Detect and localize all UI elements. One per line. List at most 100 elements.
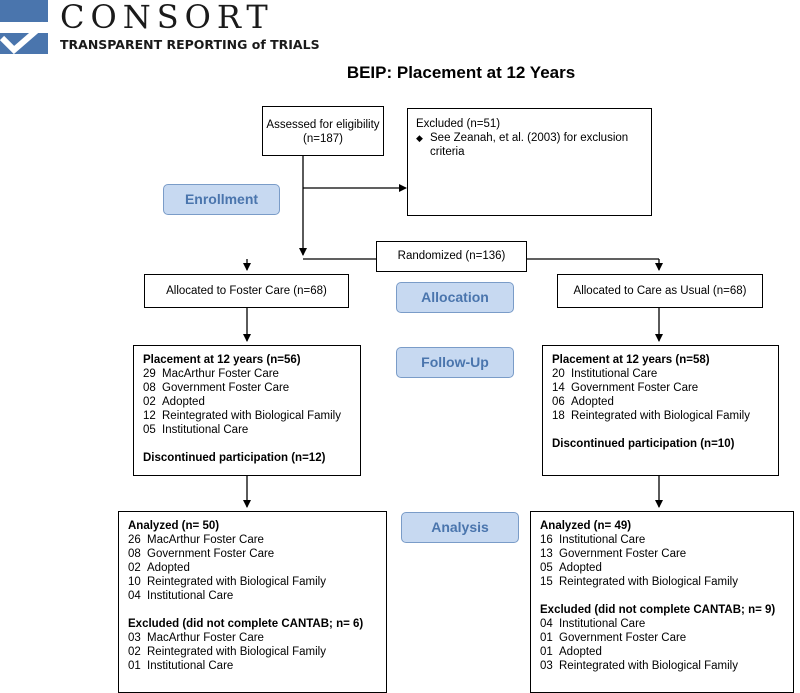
diamond-bullet-icon: ◆ [416,133,423,143]
count-row: 10 Reintegrated with Biological Family [128,575,386,589]
count-label: Government Foster Care [559,548,687,560]
count-value: 20 [552,368,565,380]
count-row: 13 Government Foster Care [540,547,793,561]
count-value: 05 [143,424,156,436]
count-value: 18 [552,410,565,422]
count-value: 16 [540,534,553,546]
count-label: Government Foster Care [162,382,290,394]
followup-foster-head: Placement at 12 years (n=56) [143,354,301,366]
stage-allocation: Allocation [396,282,514,313]
count-value: 04 [540,618,553,630]
count-row: 04 Institutional Care [540,617,793,631]
stage-analysis: Analysis [401,512,519,543]
analysis-foster-head: Analyzed (n= 50) [128,520,220,532]
count-row: 02 Reintegrated with Biological Family [128,645,386,659]
count-value: 05 [540,562,553,574]
count-value: 03 [128,632,141,644]
count-value: 14 [552,382,565,394]
followup-usual-discontinued: Discontinued participation (n=10) [552,438,735,450]
assessed-label: Assessed for eligibility [266,119,380,131]
count-label: Institutional Care [147,590,234,602]
count-label: Reintegrated with Biological Family [571,410,750,422]
count-row: 12 Reintegrated with Biological Family [143,409,360,423]
count-row: 26 MacArthur Foster Care [128,533,386,547]
count-label: Adopted [162,396,205,408]
assessed-box: Assessed for eligibility (n=187) [262,106,384,156]
count-value: 03 [540,660,553,672]
count-label: Adopted [147,562,190,574]
consort-logo: CONSORT TRANSPARENT REPORTING of TRIALS [0,0,320,58]
logo-name: CONSORT [60,0,274,36]
followup-foster-discontinued: Discontinued participation (n=12) [143,452,326,464]
count-label: Adopted [559,646,602,658]
count-label: Institutional Care [147,660,234,672]
count-value: 12 [143,410,156,422]
count-row: 01 Government Foster Care [540,631,793,645]
count-value: 13 [540,548,553,560]
count-label: Government Foster Care [147,548,275,560]
excluded-note-line2: criteria [430,146,465,158]
count-label: MacArthur Foster Care [147,534,264,546]
count-label: Adopted [559,562,602,574]
count-label: Reintegrated with Biological Family [559,660,738,672]
count-value: 10 [128,576,141,588]
count-row: 06 Adopted [552,395,778,409]
consort-check-icon [0,0,48,54]
count-row: 18 Reintegrated with Biological Family [552,409,778,423]
analysis-usual-head: Analyzed (n= 49) [540,520,632,532]
stage-follow-up: Follow-Up [396,347,514,378]
count-value: 29 [143,368,156,380]
allocated-usual-box: Allocated to Care as Usual (n=68) [557,274,763,308]
count-label: Reintegrated with Biological Family [147,576,326,588]
count-label: Government Foster Care [571,382,699,394]
count-value: 15 [540,576,553,588]
count-label: Institutional Care [559,618,646,630]
excluded-head: Excluded (n=51) [416,118,501,130]
count-value: 02 [128,646,141,658]
excluded-bullet: ◆ See Zeanah, et al. (2003) for exclusio… [416,131,645,159]
excluded-note-line1: See Zeanah, et al. (2003) for exclusion [430,132,629,144]
allocated-foster-box: Allocated to Foster Care (n=68) [144,274,349,308]
excluded-box: Excluded (n=51) ◆ See Zeanah, et al. (20… [407,108,652,216]
count-row: 02 Adopted [128,561,386,575]
count-label: Reintegrated with Biological Family [147,646,326,658]
count-label: Reintegrated with Biological Family [559,576,738,588]
count-label: MacArthur Foster Care [162,368,279,380]
count-value: 01 [128,660,141,672]
count-value: 01 [540,646,553,658]
count-value: 06 [552,396,565,408]
count-row: 01 Institutional Care [128,659,386,673]
count-label: Government Foster Care [559,632,687,644]
count-value: 01 [540,632,553,644]
count-row: 03 MacArthur Foster Care [128,631,386,645]
stage-enrollment: Enrollment [163,184,280,215]
count-value: 02 [128,562,141,574]
page-title: BEIP: Placement at 12 Years [346,63,576,82]
count-label: Institutional Care [571,368,658,380]
followup-usual-box: Placement at 12 years (n=58) 20 Instituti… [542,345,779,476]
assessed-count: (n=187) [303,133,343,145]
randomized-box: Randomized (n=136) [376,241,527,272]
analysis-usual-excluded-head: Excluded (did not complete CANTAB; n= 9) [540,604,776,616]
count-row: 20 Institutional Care [552,367,778,381]
logo-tagline: TRANSPARENT REPORTING of TRIALS [60,37,320,52]
count-value: 26 [128,534,141,546]
analysis-foster-excluded-head: Excluded (did not complete CANTAB; n= 6) [128,618,364,630]
count-row: 14 Government Foster Care [552,381,778,395]
count-label: MacArthur Foster Care [147,632,264,644]
count-row: 29 MacArthur Foster Care [143,367,360,381]
count-label: Reintegrated with Biological Family [162,410,341,422]
count-row: 05 Adopted [540,561,793,575]
count-row: 15 Reintegrated with Biological Family [540,575,793,589]
count-label: Adopted [571,396,614,408]
count-label: Institutional Care [559,534,646,546]
followup-usual-head: Placement at 12 years (n=58) [552,354,710,366]
